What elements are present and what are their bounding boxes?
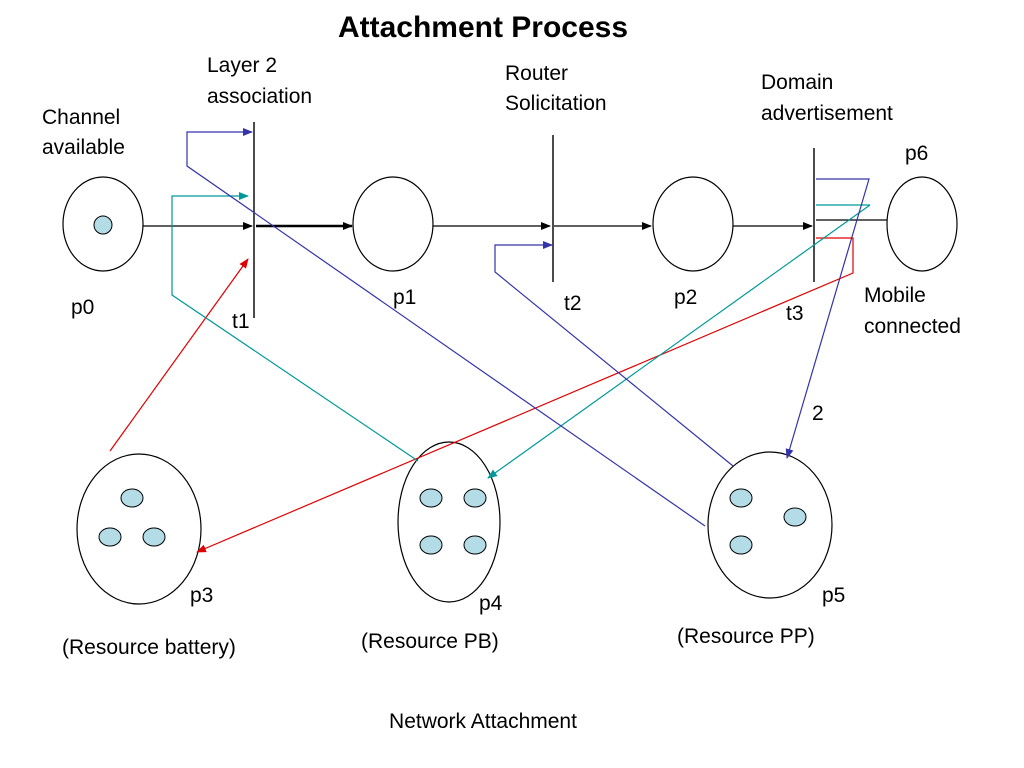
place-p5: [707, 451, 833, 599]
token-p4: [463, 488, 487, 508]
token-p3: [98, 527, 122, 547]
place-p0-label: p0: [71, 296, 94, 319]
place-p0-description-line1: Channel: [42, 106, 120, 129]
transition-t1-label: t1: [232, 310, 250, 333]
place-p6-label: p6: [905, 142, 928, 165]
token-p4: [463, 535, 487, 555]
place-p1: [352, 176, 434, 272]
place-p6: [886, 176, 958, 272]
transition-t2-description-line1: Router: [505, 62, 568, 85]
arc-p5-t1: [186, 128, 706, 527]
place-p5-label: p5: [822, 584, 845, 607]
token-p3: [142, 527, 166, 547]
token-p5: [729, 535, 753, 555]
token-p0: [93, 215, 113, 235]
place-p1-label: p1: [393, 286, 416, 309]
token-p4: [419, 488, 443, 508]
place-p3: [76, 453, 202, 605]
place-p4: [397, 441, 501, 603]
place-p0-description-line2: available: [42, 136, 125, 159]
arc-t3-p5: [785, 178, 870, 459]
place-p2-label: p2: [674, 286, 697, 309]
token-p5: [729, 488, 753, 508]
transition-t1-description-line2: association: [207, 85, 312, 108]
place-p6-description-line2: connected: [864, 315, 961, 338]
token-p4: [419, 535, 443, 555]
place-p6-description-line1: Mobile: [864, 284, 926, 307]
place-p3-description: (Resource battery): [62, 636, 236, 659]
place-p2: [652, 176, 734, 272]
place-p5-description: (Resource PP): [677, 625, 815, 648]
place-p4-description: (Resource PB): [361, 630, 499, 653]
arc-p5-t2: [494, 241, 734, 467]
arc-t3-p3: [196, 237, 854, 553]
transition-t2-description-line2: Solicitation: [505, 92, 607, 115]
token-p5: [783, 507, 807, 527]
transition-t2-label: t2: [564, 292, 582, 315]
diagram-caption: Network Attachment: [389, 710, 577, 733]
transition-t1-description-line1: Layer 2: [207, 54, 277, 77]
transition-t3-description-line1: Domain: [761, 71, 833, 94]
place-p3-label: p3: [190, 584, 213, 607]
diagram-title: Attachment Process: [338, 11, 628, 44]
arc-t3-p4: [487, 204, 871, 479]
arc-p3-t1: [109, 258, 249, 452]
arc-p4-t1: [171, 192, 419, 462]
token-p3: [120, 488, 144, 508]
place-p4-label: p4: [479, 592, 503, 615]
transition-t3-description-line2: advertisement: [761, 102, 893, 125]
transition-t3-label: t3: [786, 302, 804, 325]
arc-weight-label: 2: [812, 402, 824, 425]
